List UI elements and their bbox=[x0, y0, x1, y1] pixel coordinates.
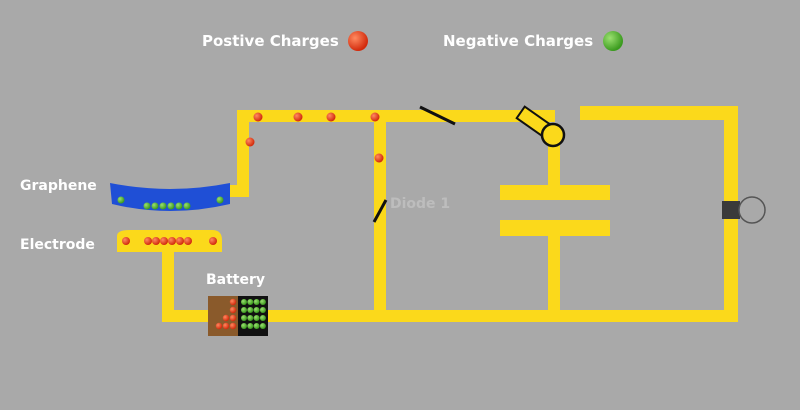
electrode-wire bbox=[162, 248, 174, 322]
battery-negative-charge bbox=[253, 307, 260, 313]
graphene-connector bbox=[225, 185, 249, 197]
bottom-wire bbox=[162, 310, 738, 322]
lamp bbox=[722, 196, 766, 224]
electrode-label: Electrode bbox=[20, 237, 95, 253]
battery-negative-charge bbox=[247, 323, 254, 329]
positive-charge-legend-icon bbox=[348, 31, 368, 51]
capacitor-switch[interactable] bbox=[515, 105, 566, 148]
battery-negative-charge bbox=[247, 299, 254, 305]
graphene bbox=[110, 183, 230, 211]
battery-negative-charge bbox=[253, 299, 260, 305]
right-top-wire bbox=[580, 106, 738, 120]
capacitor-plate-bottom bbox=[500, 220, 610, 236]
left-upper-wire bbox=[237, 110, 249, 197]
battery-negative-charge bbox=[253, 315, 260, 321]
battery-negative-charge bbox=[259, 315, 266, 321]
capacitor-upper-wire bbox=[548, 140, 560, 187]
diode-symbol bbox=[372, 199, 388, 223]
wire-positive-charges bbox=[245, 112, 384, 163]
capacitor-lower-wire bbox=[548, 234, 560, 314]
middle-vertical-wire bbox=[374, 110, 386, 322]
capacitor-plate-top bbox=[500, 185, 610, 200]
graphene-negative-charges bbox=[117, 196, 224, 210]
diode-label: Diode 1 bbox=[390, 196, 451, 212]
negative-charge-legend-icon bbox=[603, 31, 623, 51]
battery-negative-charge bbox=[259, 323, 266, 329]
wires bbox=[117, 106, 738, 322]
battery-label: Battery bbox=[206, 272, 266, 288]
electrode-positive-charges bbox=[122, 237, 217, 245]
battery-negative-charge bbox=[241, 299, 247, 305]
negative-charges-legend: Negative Charges bbox=[443, 32, 594, 50]
battery-negative-charge bbox=[247, 315, 254, 321]
battery-negative-charge bbox=[247, 307, 254, 313]
battery-negative-charge bbox=[259, 307, 266, 313]
battery-negative-charge bbox=[253, 323, 260, 329]
battery-negative-charge bbox=[241, 307, 247, 313]
positive-charges-legend: Postive Charges bbox=[202, 32, 339, 50]
battery-negative-charge bbox=[259, 299, 266, 305]
top-switch[interactable] bbox=[419, 105, 456, 126]
battery-negative-charge bbox=[241, 323, 247, 329]
top-wire bbox=[237, 110, 555, 122]
battery bbox=[208, 296, 268, 336]
battery-negative-charge bbox=[241, 315, 247, 321]
graphene-label: Graphene bbox=[20, 178, 97, 194]
